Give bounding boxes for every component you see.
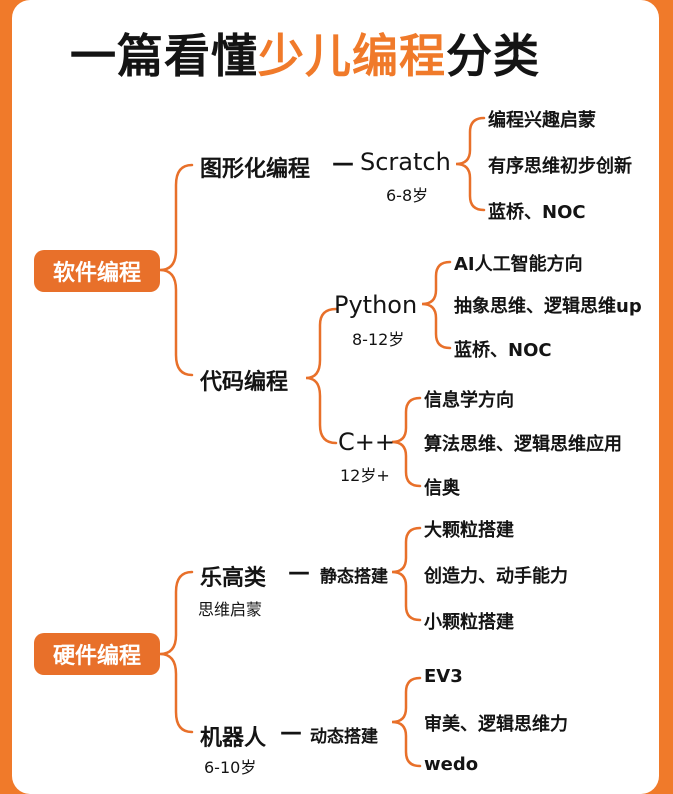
cpp-item-1: 信息学方向 [424, 390, 514, 411]
python-age: 8-12岁 [352, 330, 405, 349]
robot-item-1: EV3 [424, 666, 463, 687]
brace-cpp [391, 396, 422, 488]
cpp-item-2: 算法思维、逻辑思维应用 [424, 434, 622, 455]
lego-item-3: 小颗粒搭建 [424, 612, 514, 633]
robot-item-2: 审美、逻辑思维力 [424, 714, 568, 735]
brace-lego [391, 526, 422, 622]
cpp-age: 12岁+ [340, 466, 390, 485]
robot-label: 机器人 [200, 726, 267, 751]
title-accent: 少儿编程 [258, 29, 446, 83]
lego-item-2: 创造力、动手能力 [424, 566, 568, 587]
code-label: 代码编程 [200, 370, 289, 395]
robot-age: 6-10岁 [204, 758, 257, 777]
robot-item-3: wedo [424, 754, 479, 775]
title-suffix: 分类 [446, 29, 540, 83]
robot-type: 动态搭建 [310, 727, 378, 747]
lego-dash: — [288, 560, 310, 585]
cpp-item-3: 信奥 [424, 478, 460, 499]
scratch-item-3: 蓝桥、NOC [488, 202, 586, 223]
lego-label: 乐高类 [200, 566, 267, 591]
python-item-1: AI人工智能方向 [454, 254, 583, 275]
robot-dash: — [280, 720, 302, 745]
brace-software [159, 163, 194, 377]
graphical-label: 图形化编程 [200, 157, 311, 182]
brace-python [421, 260, 452, 350]
cpp-lang: C++ [338, 428, 395, 456]
scratch-item-2: 有序思维初步创新 [488, 156, 632, 177]
brace-hardware [159, 570, 194, 734]
lego-type: 静态搭建 [320, 567, 388, 587]
scratch-age: 6-8岁 [386, 186, 429, 205]
python-lang: Python [334, 291, 418, 319]
scratch-item-1: 编程兴趣启蒙 [488, 110, 596, 131]
graphical-dash: — [332, 151, 354, 176]
python-item-3: 蓝桥、NOC [454, 340, 552, 361]
scratch-lang: Scratch [360, 148, 451, 176]
page-title: 一篇看懂少儿编程分类 [70, 20, 540, 86]
lego-note: 思维启蒙 [198, 600, 263, 619]
python-item-2: 抽象思维、逻辑思维up [454, 296, 642, 317]
brace-scratch [455, 116, 486, 212]
hardware-badge: 硬件编程 [34, 633, 160, 675]
software-badge: 软件编程 [34, 250, 160, 292]
title-prefix: 一篇看懂 [70, 29, 258, 83]
lego-item-1: 大颗粒搭建 [424, 520, 514, 541]
brace-robot [391, 676, 422, 768]
brace-code [305, 307, 338, 445]
